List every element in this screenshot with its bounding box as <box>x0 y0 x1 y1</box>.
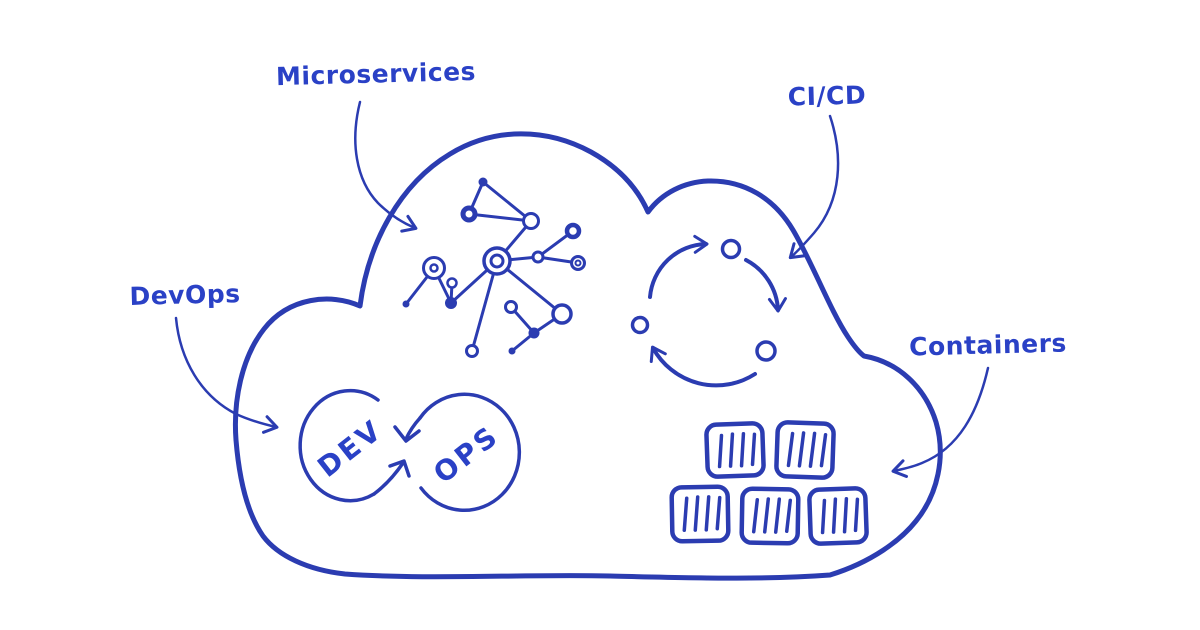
cicd-arrow <box>788 114 840 260</box>
cycle-arrow <box>648 234 709 299</box>
devops-bottom-arrow <box>372 459 411 496</box>
network-node <box>478 177 488 187</box>
devops-top-arrow <box>393 416 422 443</box>
microservices-label: Microservices <box>275 56 477 92</box>
container-box-icon <box>704 421 766 479</box>
network-node <box>465 344 479 358</box>
network-node <box>489 253 505 269</box>
cycle-node <box>755 340 777 362</box>
cycle-arrow <box>649 345 757 388</box>
devops-right-circle <box>418 392 522 513</box>
container-box-icon <box>739 486 801 546</box>
cloud-icon <box>232 131 943 581</box>
network-node <box>574 259 582 267</box>
cycle-arrow <box>744 258 787 313</box>
network-node <box>402 300 410 308</box>
cycle-node <box>630 315 650 335</box>
devops-arrow <box>174 316 279 434</box>
devops-left-circle <box>298 388 380 503</box>
cycle-node <box>720 238 742 260</box>
network-node <box>504 300 518 314</box>
dev-text: DEV <box>311 413 389 484</box>
network-node <box>531 250 545 264</box>
network-edges <box>404 180 580 353</box>
microservices-arrow <box>354 100 418 233</box>
network-node <box>445 297 457 309</box>
container-box-icon <box>807 486 869 546</box>
network-node <box>522 212 540 230</box>
container-box-icon <box>669 484 731 544</box>
network-node <box>508 347 516 355</box>
cicd-cycle-icon <box>630 234 787 388</box>
network-node <box>446 277 458 289</box>
microservices-network-icon <box>402 177 586 358</box>
ops-text: OPS <box>427 419 505 490</box>
cicd-label: CI/CD <box>787 80 867 112</box>
network-node <box>429 263 439 273</box>
network-node <box>551 303 573 325</box>
network-node <box>528 327 540 339</box>
containers-group-icon <box>669 420 869 546</box>
devops-label: DevOps <box>129 279 241 311</box>
network-node <box>564 222 582 240</box>
network-node <box>460 205 478 223</box>
container-box-icon <box>774 420 836 480</box>
containers-label: Containers <box>908 328 1068 362</box>
devops-loop-icon: DEV OPS <box>298 388 522 513</box>
containers-arrow <box>891 366 990 478</box>
